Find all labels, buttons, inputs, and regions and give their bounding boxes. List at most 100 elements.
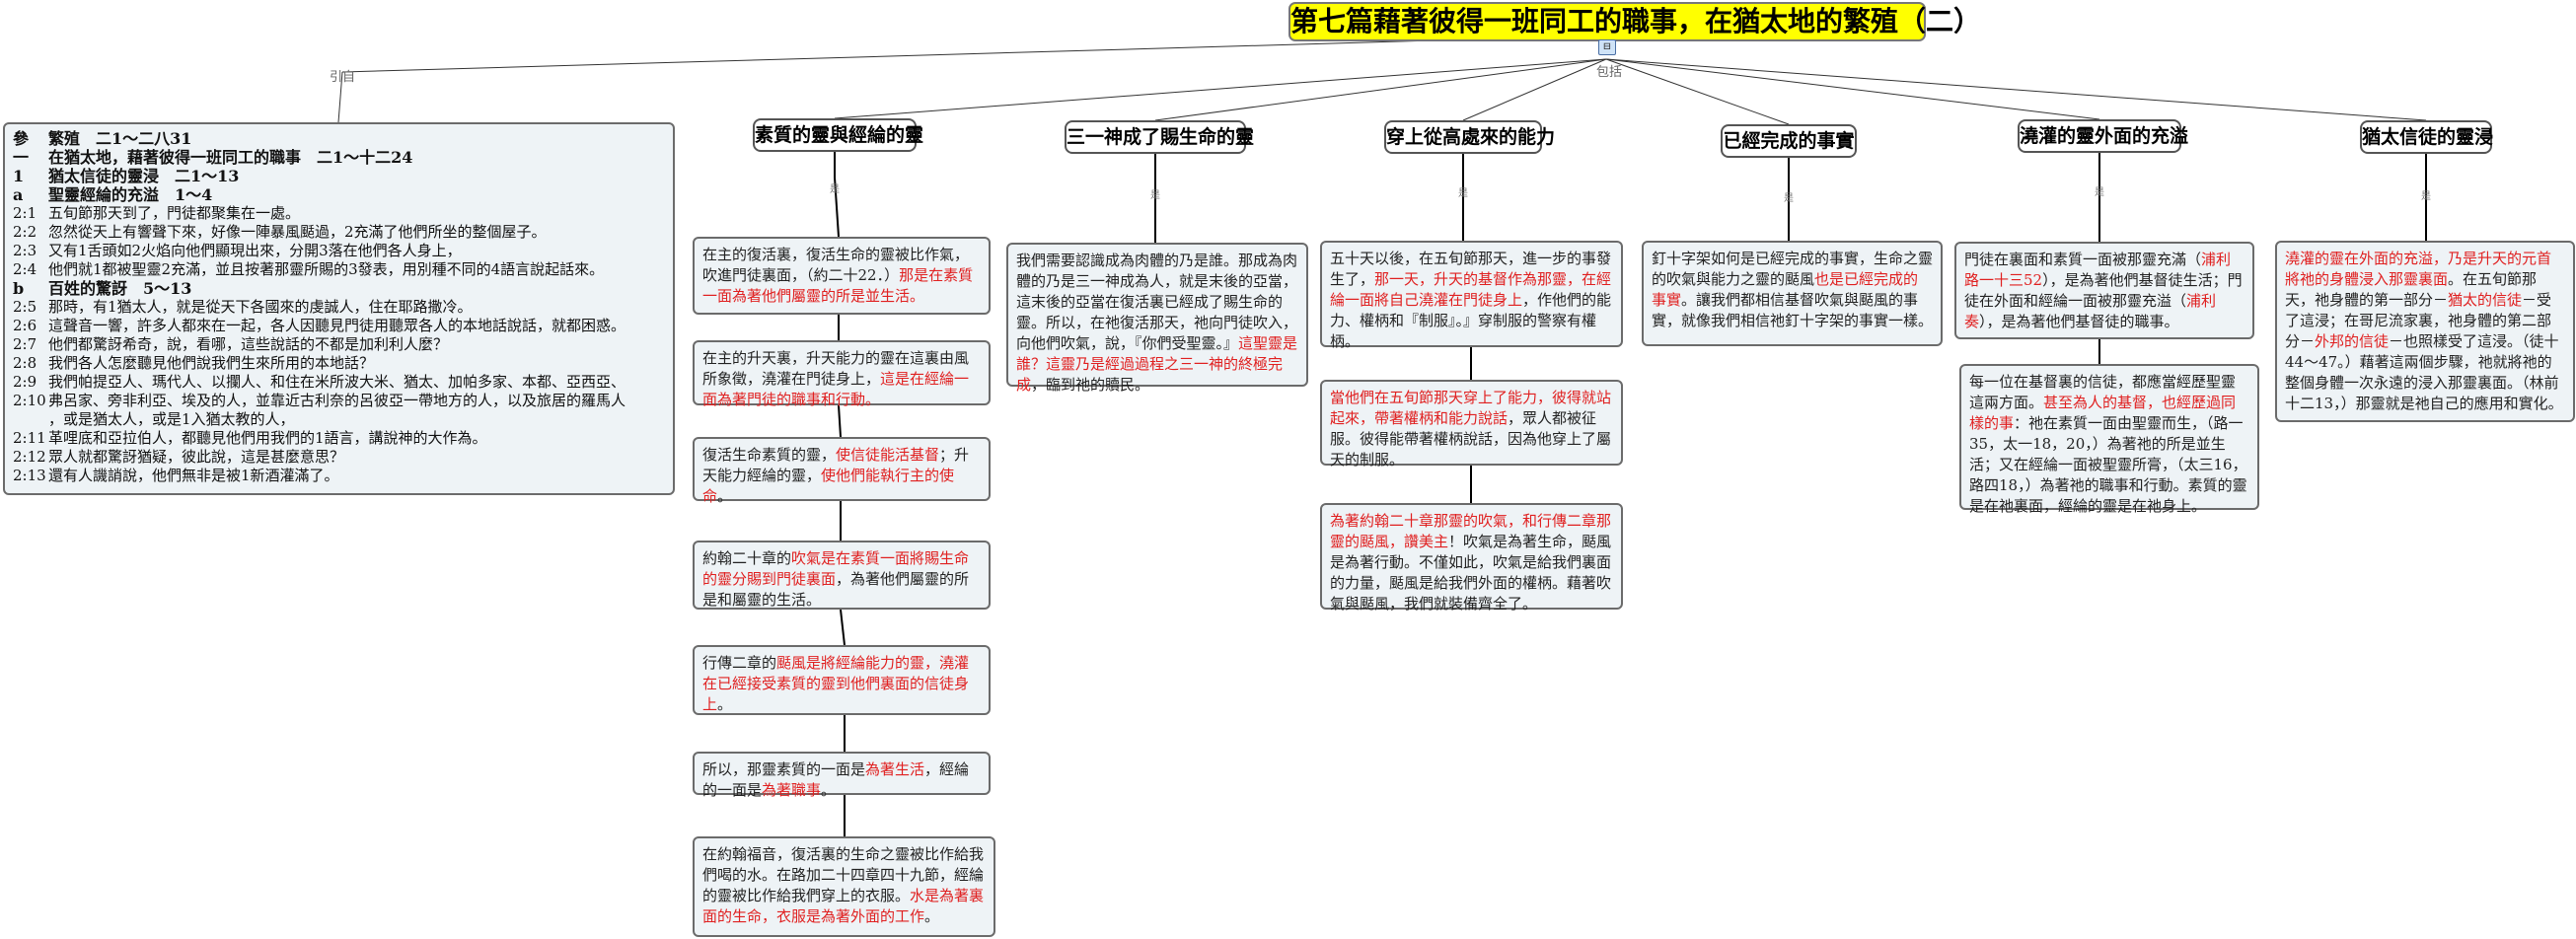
note-text: 每一位在基督裏的信徒，都應當經歷聖靈這兩方面。: [1969, 373, 2237, 411]
note-text: ，作他們的能力、權柄和『制服』。』穿制服的警察有權柄。: [1330, 291, 1612, 350]
note-text: ），是為著他們基督徒生活；門徒在外面和經綸一面被那靈充溢（: [1964, 271, 2243, 310]
topic-jewish-believers-baptism[interactable]: 猶太信徒的靈浸: [2360, 120, 2493, 154]
note-text: 。: [717, 695, 733, 713]
highlighted-text: 水是為著裏面的生命，衣服是為著外面的工作: [702, 887, 985, 925]
includes-label: 包括: [1596, 65, 1623, 80]
outline-heading: 1 猶太信徒的靈浸 二1～13: [13, 167, 665, 185]
note-text: 在主的復活裏，復活生命的靈被比作氣，吹進門徒裏面，（約二十22．）: [702, 246, 970, 284]
verse-ref: 2:5: [13, 298, 37, 316]
note-text: 我們需要認識成為肉體的乃是誰。那成為肉體的乃是三一神成為人，就是末後的亞當，這末…: [1016, 252, 1298, 352]
note-card: 為著約翰二十章那靈的吹氣，和行傳二章那靈的颳風，讚美主！吹氣是為著生命，颳風是為…: [1320, 503, 1623, 613]
verse-text: 猶太信徒的靈浸 二1～13: [48, 167, 240, 185]
relation-label: 是: [1784, 193, 1794, 204]
note-card: 在主的升天裏，升天能力的靈在這裏由風所象徵，澆灌在門徒身上，這是在經綸一面為著門…: [693, 340, 991, 408]
note-text: 約翰二十章的: [702, 549, 792, 567]
verse-ref: 2:1: [13, 204, 37, 222]
note-card: 釘十字架如何是已經完成的事實，生命之靈的吹氣與能力之靈的颳風也是已經完成的事實。…: [1642, 241, 1943, 346]
note-text: 。: [717, 487, 733, 505]
verse-ref: b: [13, 279, 25, 298]
relation-label: 是: [1458, 188, 1468, 199]
relation-label: 是: [2421, 191, 2431, 202]
note-text: ：祂在素質一面由聖靈而生，（路一35，太一18，20，）為著祂的所是並生活；又在…: [1969, 414, 2247, 515]
verse-text: 我們各人怎麼聽見他們說我們生來所用的本地話？: [48, 354, 375, 372]
highlighted-text: 使他們能執行主的使命: [702, 467, 955, 505]
verse-text: 他們就1都被聖靈2充滿，並且按著那靈所賜的3發表，用別種不同的4語言說起話來。: [48, 260, 605, 278]
verse-ref: 1: [13, 167, 25, 185]
note-text: 行傳二章的: [702, 654, 777, 672]
topic-power-from-on-high[interactable]: 穿上從高處來的能力: [1384, 120, 1555, 154]
verse-ref: 2:11: [13, 429, 46, 447]
verse-ref: 2:13: [13, 467, 46, 484]
map-title: 第七篇藉著彼得一班同工的職事，在猶太地的繁殖（二）: [1288, 2, 1981, 41]
collapse-toggle-icon[interactable]: ⊟: [1598, 39, 1616, 55]
note-card: 門徒在裏面和素質一面被那靈充滿（浦利路一十三52），是為著他們基督徒生活；門徒在…: [1954, 242, 2254, 339]
verse-text: 繁殖 二1～二八31: [48, 129, 192, 148]
topic-accomplished-fact[interactable]: 已經完成的事實: [1721, 124, 1857, 158]
verse-ref: 2:12: [13, 448, 46, 466]
verse-text: 這聲音一響，許多人都來在一起，各人因聽見門徒用聽眾各人的本地話說話，就都困惑。: [48, 317, 626, 334]
outline-heading: 一在猶太地，藉著彼得一班同工的職事 二1～十二24: [13, 148, 665, 167]
verse-text: 聖靈經綸的充溢 1～4: [48, 185, 213, 204]
verse-text: 他們都驚訝希奇，說，看哪，這些說話的不都是加利利人麼？: [48, 335, 449, 353]
note-card: 五十天以後，在五旬節那天，進一步的事發生了，那一天，升天的基督作為那靈，在經綸一…: [1320, 241, 1623, 350]
highlighted-text: 浦利奏: [1964, 292, 2217, 330]
highlighted-text: 為著生活: [865, 760, 925, 778]
outline-heading: 參繁殖 二1～二八31: [13, 129, 665, 148]
note-text: 。在五旬節那天，祂身體的第一部分－: [2285, 270, 2538, 309]
verse-ref: 參: [13, 129, 30, 148]
highlighted-text: 澆灌的靈在外面的充溢，乃是升天的元首將祂的身體浸入那靈裏面: [2285, 250, 2552, 288]
note-text: ，經綸的一面是: [702, 760, 970, 799]
highlighted-text: 這聖靈是誰？這靈乃是經過過程之三一神的終極完成: [1016, 334, 1298, 394]
verse-ref: 2:10: [13, 392, 46, 409]
verse-ref: 2:9: [13, 373, 37, 391]
note-card: 每一位在基督裏的信徒，都應當經歷聖靈這兩方面。甚至為人的基督，也經歷過同樣的事：…: [1959, 364, 2259, 515]
note-text: 所以，那靈素質的一面是: [702, 760, 866, 778]
quoted-from-label: 引自: [330, 70, 356, 85]
verse-text: 眾人就都驚訝猶疑，彼此說，這是甚麼意思？: [48, 448, 345, 466]
highlighted-text: 颳風是將經綸能力的靈，澆灌在已經接受素質的靈到他們裏面的信徒身上: [702, 654, 970, 713]
verse-ref: 2:2: [13, 223, 37, 241]
highlighted-text: 也是已經完成的事實: [1652, 270, 1919, 309]
verse-text: 我們帕提亞人、瑪代人、以攔人、和住在米所波大米、猶太、加帕多家、本都、亞西亞、: [48, 373, 626, 391]
highlighted-text: 那是在素質一面為著他們屬靈的所是並生活。: [702, 266, 974, 305]
note-text: ，臨到祂的贖民。: [1031, 376, 1150, 394]
verse-text: 五旬節那天到了，門徒都聚集在一處。: [48, 204, 301, 222]
highlighted-text: 外邦的信徒: [2315, 332, 2390, 350]
highlighted-text: 那一天，升天的基督作為那靈，在經綸一面將自己澆灌在門徒身上: [1330, 270, 1612, 309]
topic-triune-god-life-giving-spirit[interactable]: 三一神成了賜生命的靈: [1065, 120, 1254, 154]
verse-ref: a: [13, 185, 24, 204]
note-text: 復活生命素質的靈，: [702, 446, 837, 464]
highlighted-text: 猶太的信徒: [2448, 291, 2523, 309]
note-text: －也照樣受了這浸。（徒十44～47。）藉著這兩個步驟，祂就將祂的整個身體一次永遠…: [2285, 332, 2563, 412]
outline-verse: 2:4 他們就1都被聖靈2充滿，並且按著那靈所賜的3發表，用別種不同的4語言說起話…: [13, 260, 665, 279]
verse-ref: 2:4: [13, 260, 37, 278]
verse-text: 忽然從天上有響聲下來，好像一陣暴風颳過，2充滿了他們所坐的整個屋子。: [48, 223, 547, 241]
highlighted-text: 甚至為人的基督，也經歷過同樣的事: [1969, 394, 2237, 432]
verse-text: 弗呂家、旁非利亞、埃及的人，並靠近古利奈的呂彼亞一帶地方的人，以及旅居的羅馬人: [48, 392, 626, 409]
outline-verse: 2:1 五旬節那天到了，門徒都聚集在一處。: [13, 204, 665, 223]
verse-text: 百姓的驚訝 5～13: [48, 279, 192, 298]
topic-essential-economical-spirit[interactable]: 素質的靈與經綸的靈: [753, 118, 923, 152]
outline-verse: ，或是猶太人，或是1入猶太教的人，: [13, 410, 665, 429]
note-text: ；升天能力經綸的靈，: [702, 446, 970, 484]
note-text: 在約翰福音，復活裏的生命之靈被比作給我們喝的水。在路加二十四章四十九節，經綸的靈…: [702, 845, 985, 904]
note-text: 釘十字架如何是已經完成的事實，生命之靈的吹氣與能力之靈的颳風: [1652, 250, 1934, 288]
outline-heading: b 百姓的驚訝 5～13: [13, 279, 665, 298]
outline-verse: 2:2 忽然從天上有響聲下來，好像一陣暴風颳過，2充滿了他們所坐的整個屋子。: [13, 223, 665, 242]
topic-outpoured-spirit-overflow[interactable]: 澆灌的靈外面的充溢: [2018, 119, 2188, 153]
highlighted-text: 為著職事: [762, 781, 822, 799]
note-text: ，為著他們屬靈的所是和屬靈的生活。: [702, 570, 970, 609]
note-text: －受了這浸；在哥尼流家裏，祂身體的第二部分－: [2285, 291, 2552, 350]
verse-text: ，或是猶太人，或是1入猶太教的人，: [48, 410, 295, 428]
note-text: 在主的升天裏，升天能力的靈在這裏由風所象徵，澆灌在門徒身上，: [702, 349, 970, 388]
